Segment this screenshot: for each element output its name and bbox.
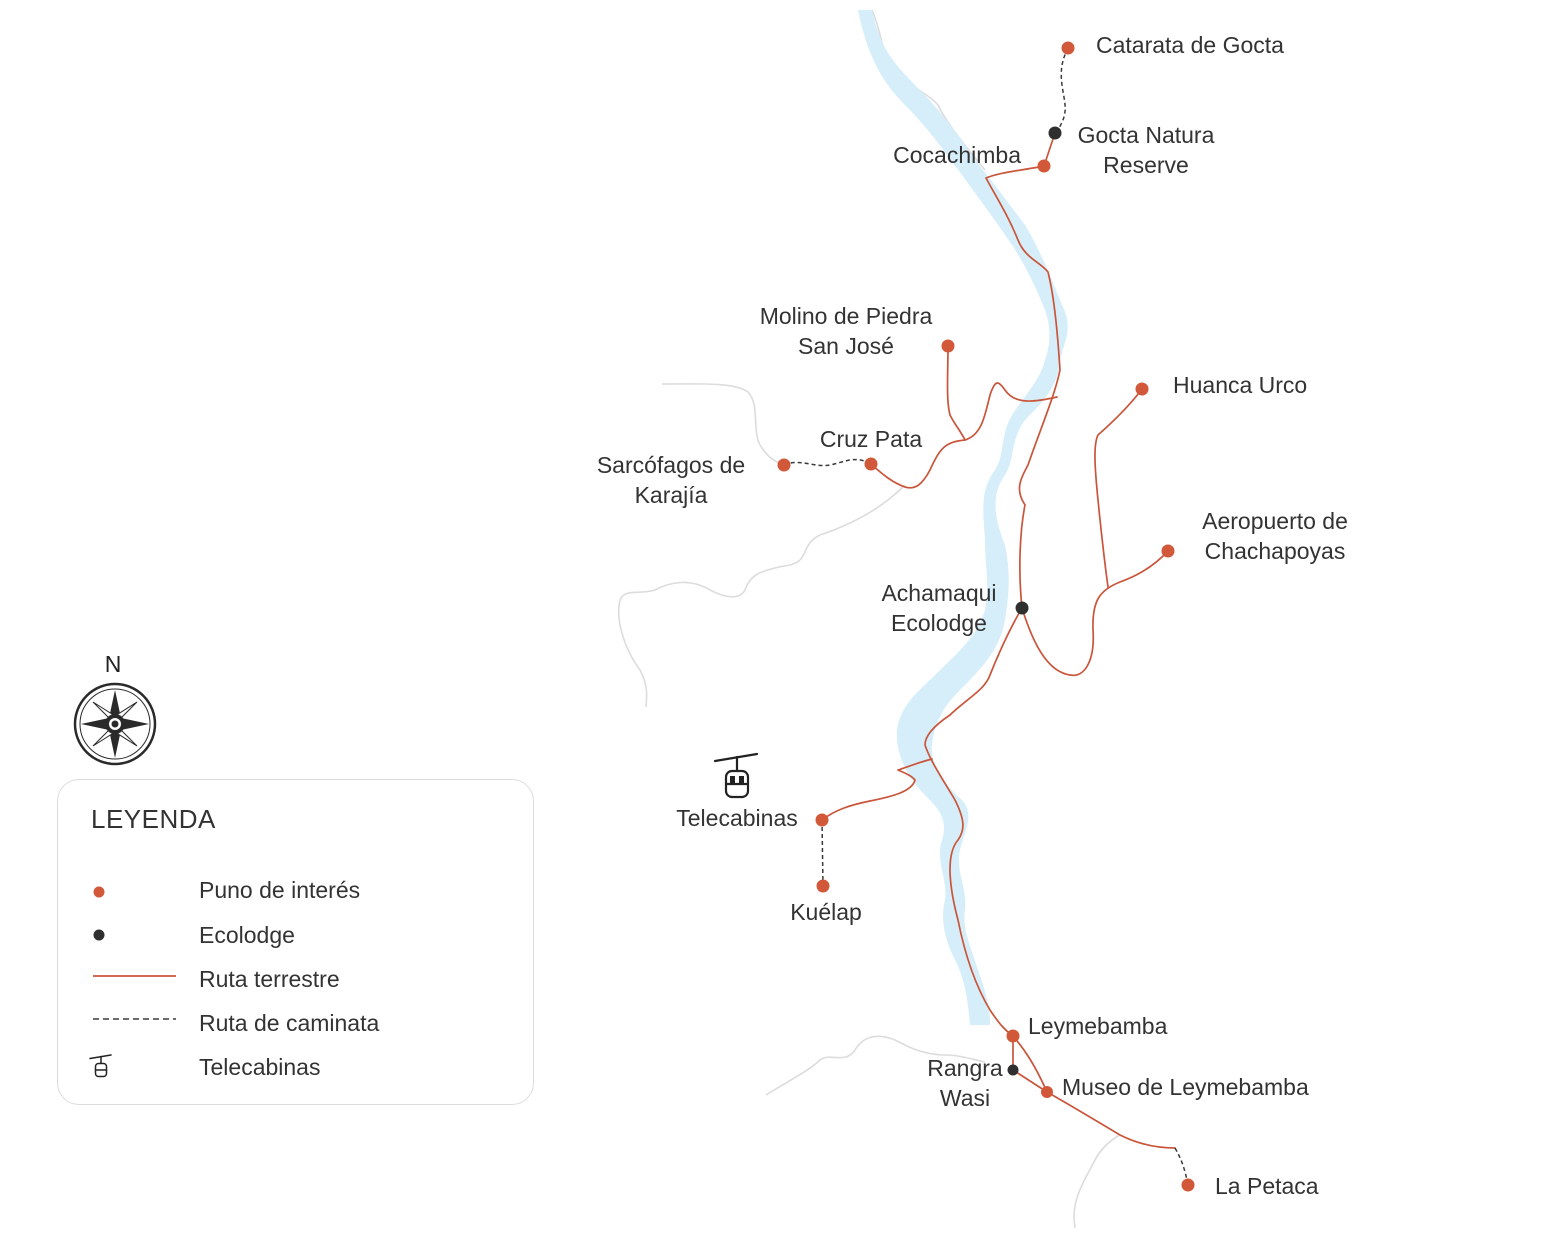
legend-item-poi: Puno de interés [58, 875, 533, 905]
route-molino-branch [946, 345, 966, 441]
place-labels: Catarata de Gocta Gocta Natura Reserve C… [597, 32, 1348, 1199]
compass-rose-icon: N [73, 651, 157, 766]
poi-dot-icon[interactable] [864, 457, 878, 471]
label-molino-2: San José [798, 333, 894, 359]
legend-label: Ruta de caminata [199, 1010, 380, 1036]
label-cruz-pata: Cruz Pata [820, 426, 922, 452]
ecolodge-dot-icon[interactable] [1015, 601, 1029, 615]
cable-car-icon [713, 752, 759, 799]
route-rangra [1012, 1035, 1048, 1093]
label-rangra-1: Rangra [927, 1055, 1003, 1081]
legend: LEYENDA Puno de interés Ecolodge Ruta te… [57, 779, 534, 1105]
route-huanca [1094, 388, 1143, 588]
legend-title: LEYENDA [91, 804, 216, 834]
label-achamaqui-2: Ecolodge [891, 610, 987, 636]
label-leymebamba: Leymebamba [1028, 1013, 1168, 1039]
label-karajia-1: Sarcófagos de [597, 452, 745, 478]
legend-item-trail: Ruta de caminata [58, 1008, 533, 1038]
label-achamaqui-1: Achamaqui [881, 580, 996, 606]
label-telecabinas: Telecabinas [676, 805, 797, 831]
poi-dot-icon[interactable] [816, 879, 830, 893]
legend-label: Ruta terrestre [199, 966, 340, 992]
terrain-lines [617, 9, 1121, 1229]
poi-dot-icon[interactable] [1041, 1086, 1053, 1098]
poi-dot-icon[interactable] [1061, 41, 1075, 55]
label-la-petaca: La Petaca [1215, 1173, 1319, 1199]
road-line-icon [93, 975, 176, 977]
legend-label: Puno de interés [199, 877, 361, 903]
poi-dot-icon[interactable] [1181, 1178, 1195, 1192]
ecolodge-dot-icon[interactable] [1048, 126, 1062, 140]
poi-dot-icon[interactable] [1135, 382, 1149, 396]
legend-item-road: Ruta terrestre [58, 964, 533, 994]
label-huanca-urco: Huanca Urco [1173, 372, 1307, 398]
label-molino-1: Molino de Piedra [760, 303, 933, 329]
trail-kuelap [821, 819, 824, 887]
label-kuelap: Kuélap [790, 899, 862, 925]
route-airport [1021, 550, 1169, 677]
poi-dot-icon[interactable] [1006, 1029, 1020, 1043]
label-gocta-natura: Gocta Natura [1078, 122, 1215, 148]
ecolodge-dot-icon[interactable] [1007, 1064, 1019, 1076]
route-main-north [985, 132, 1061, 609]
label-museo-leymebamba: Museo de Leymebamba [1062, 1074, 1309, 1100]
label-airport-2: Chachapoyas [1205, 538, 1346, 564]
legend-label: Ecolodge [199, 922, 295, 948]
poi-dot-icon[interactable] [777, 458, 791, 472]
route-telecabinas [821, 758, 933, 821]
trail-dashed-line-icon [93, 1018, 176, 1020]
legend-label: Telecabinas [199, 1054, 321, 1080]
ecolodge-points [1007, 126, 1062, 1076]
label-cocachimba: Cocachimba [893, 142, 1021, 168]
river [858, 10, 1068, 1025]
compass-north-label: N [105, 651, 122, 677]
poi-dot-icon[interactable] [1161, 544, 1175, 558]
label-rangra-2: Wasi [940, 1085, 990, 1111]
label-airport-1: Aeropuerto de [1202, 508, 1348, 534]
route-south [924, 607, 1176, 1149]
poi-dot-icon[interactable] [1037, 159, 1051, 173]
cable-car-icon [89, 1054, 112, 1078]
poi-points [777, 41, 1195, 1192]
legend-item-telecabinas: Telecabinas [58, 1052, 533, 1082]
poi-dot-icon[interactable] [815, 813, 829, 827]
label-karajia-2: Karajía [635, 482, 708, 508]
poi-dot-icon [93, 886, 105, 898]
legend-item-ecolodge: Ecolodge [58, 920, 533, 950]
trail-karajia [783, 458, 872, 467]
trail-gocta [1054, 47, 1069, 134]
label-catarata-gocta: Catarata de Gocta [1096, 32, 1284, 58]
label-gocta-reserve: Reserve [1103, 152, 1189, 178]
compass: N [70, 650, 160, 770]
poi-dot-icon[interactable] [941, 339, 955, 353]
ecolodge-dot-icon [93, 929, 105, 941]
